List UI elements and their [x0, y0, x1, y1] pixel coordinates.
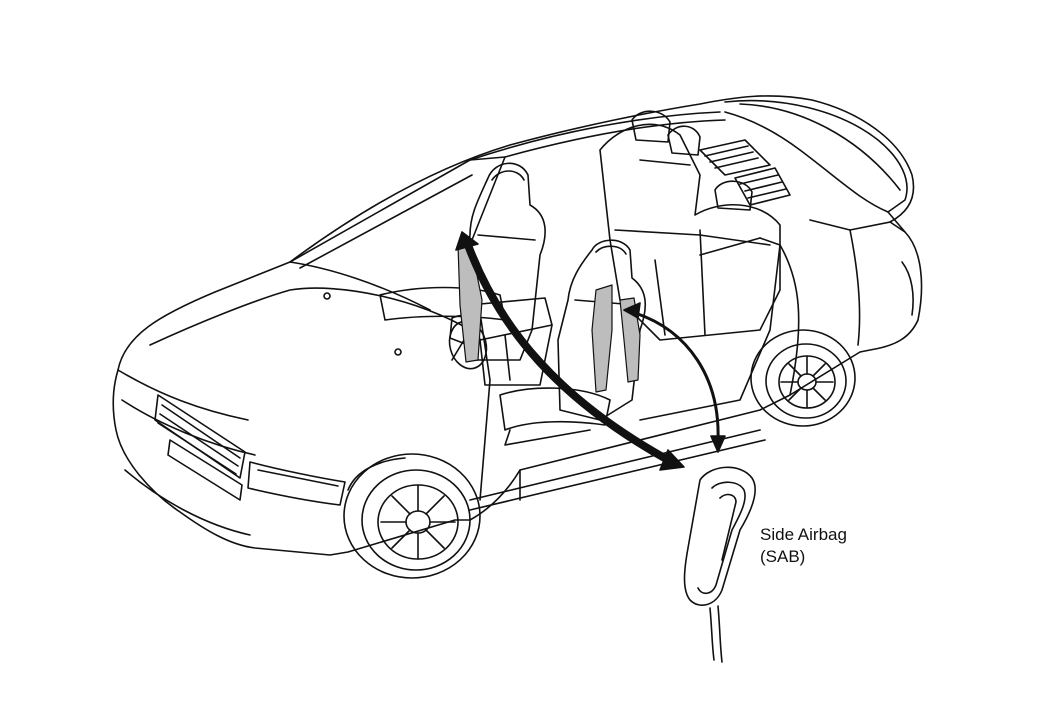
front-wheel — [343, 453, 481, 579]
rear-wheel — [750, 329, 856, 427]
callout-arrows — [455, 231, 726, 471]
side-airbag-label: Side Airbag (SAB) — [760, 524, 847, 568]
callout-line-1: Side Airbag — [760, 525, 847, 544]
car-seats — [461, 110, 781, 446]
side-airbag-module — [683, 466, 756, 663]
car-body — [112, 95, 923, 556]
callout-line-2: (SAB) — [760, 547, 806, 566]
